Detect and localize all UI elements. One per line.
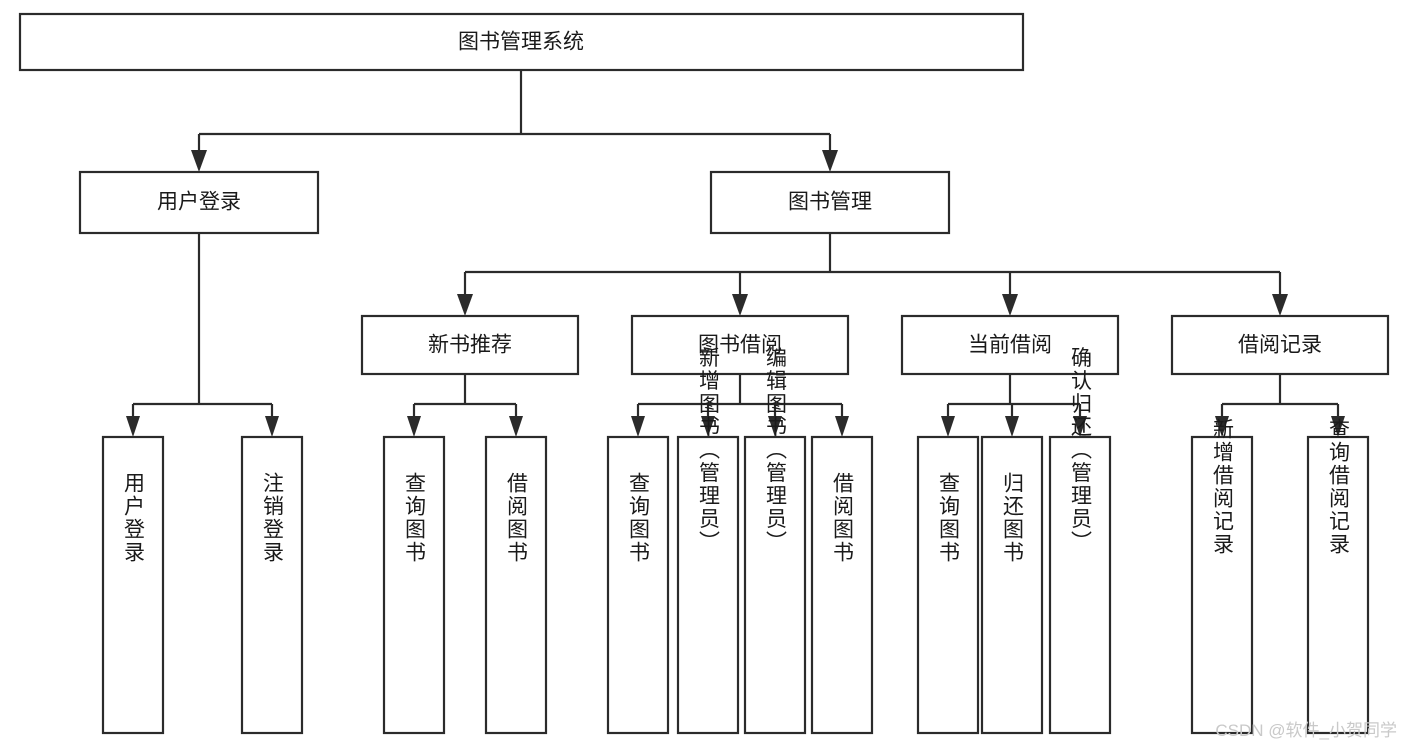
node-current-borrow-label: 当前借阅 <box>968 334 1052 357</box>
node-leaf-add-record-label: 新增借阅记录 <box>1211 418 1235 556</box>
node-new-book-rec-label: 新书推荐 <box>428 334 512 357</box>
node-borrow-record[interactable]: 借阅记录 <box>1170 314 1390 376</box>
arrow-head-book-manage <box>822 150 838 172</box>
node-leaf-query-book-3-label: 查询图书 <box>937 472 961 564</box>
arrow-head-leaf-query-record <box>1331 416 1345 437</box>
node-leaf-query-book-1-box[interactable] <box>382 435 446 735</box>
node-new-book-rec[interactable]: 新书推荐 <box>360 314 580 376</box>
node-leaf-edit-book[interactable]: 编辑图书（管理员） <box>743 347 807 735</box>
connector-group-current-borrow <box>941 374 1087 437</box>
node-leaf-query-book-3-box[interactable] <box>916 435 980 735</box>
node-leaf-query-book-1[interactable]: 查询图书 <box>382 435 446 735</box>
node-book-manage-box[interactable] <box>709 170 951 235</box>
arrow-head-leaf-query-book-2 <box>631 416 645 437</box>
node-leaf-return-book-box[interactable] <box>980 435 1044 735</box>
connector-group-book-manage <box>457 233 1288 316</box>
node-leaf-query-book-3[interactable]: 查询图书 <box>916 435 980 735</box>
arrow-head-leaf-edit-book <box>768 416 782 437</box>
node-root[interactable]: 图书管理系统 <box>18 12 1025 72</box>
node-leaf-logout-label: 注销登录 <box>261 472 285 564</box>
node-leaf-return-book[interactable]: 归还图书 <box>980 435 1044 735</box>
node-leaf-confirm-return-label: 确认归还（管理员） <box>1069 347 1093 554</box>
arrow-head-current-borrow <box>1002 294 1018 316</box>
node-borrow-record-box[interactable] <box>1170 314 1390 376</box>
node-leaf-return-book-label: 归还图书 <box>1001 472 1025 564</box>
arrow-head-leaf-borrow-book-1 <box>509 416 523 437</box>
node-leaf-user-login[interactable]: 用户登录 <box>101 435 165 735</box>
node-leaf-confirm-return[interactable]: 确认归还（管理员） <box>1048 347 1112 735</box>
node-leaf-add-book-box[interactable] <box>676 435 740 735</box>
node-leaf-borrow-book-2-label: 借阅图书 <box>831 472 855 564</box>
node-leaf-query-book-2[interactable]: 查询图书 <box>606 435 670 735</box>
node-leaf-user-login-box[interactable] <box>101 435 165 735</box>
node-leaf-user-login-label: 用户登录 <box>122 472 146 564</box>
node-leaf-add-book[interactable]: 新增图书（管理员） <box>676 347 740 735</box>
node-leaf-borrow-book-1-label: 借阅图书 <box>505 472 529 564</box>
node-current-borrow-box[interactable] <box>900 314 1120 376</box>
node-leaf-add-record-box[interactable] <box>1190 435 1254 735</box>
node-leaf-query-record-box[interactable] <box>1306 435 1370 735</box>
arrow-head-book-borrow <box>732 294 748 316</box>
node-leaf-borrow-book-2[interactable]: 借阅图书 <box>810 435 874 735</box>
arrow-head-leaf-return-book <box>1005 416 1019 437</box>
node-user-login-box[interactable] <box>78 170 320 235</box>
node-leaf-add-record[interactable]: 新增借阅记录 <box>1190 418 1254 735</box>
node-new-book-rec-box[interactable] <box>360 314 580 376</box>
node-leaf-borrow-book-1-box[interactable] <box>484 435 548 735</box>
arrow-head-leaf-confirm-return <box>1073 416 1087 437</box>
arrow-head-leaf-query-book-3 <box>941 416 955 437</box>
connector-group-borrow-record <box>1215 374 1345 437</box>
arrow-head-leaf-user-login <box>126 416 140 437</box>
node-leaf-edit-book-label: 编辑图书（管理员） <box>764 347 788 554</box>
node-leaf-query-book-2-label: 查询图书 <box>627 472 651 564</box>
arrow-head-leaf-query-book-1 <box>407 416 421 437</box>
node-leaf-edit-book-box[interactable] <box>743 435 807 735</box>
node-root-label: 图书管理系统 <box>458 31 584 54</box>
arrow-head-borrow-record <box>1272 294 1288 316</box>
node-leaf-query-book-2-box[interactable] <box>606 435 670 735</box>
arrow-head-leaf-borrow-book-2 <box>835 416 849 437</box>
node-current-borrow[interactable]: 当前借阅 <box>900 314 1120 376</box>
node-user-login[interactable]: 用户登录 <box>78 170 320 235</box>
node-leaf-logout-box[interactable] <box>240 435 304 735</box>
node-book-manage-label: 图书管理 <box>788 191 872 214</box>
connector-group-new-book-rec <box>407 374 523 437</box>
node-leaf-query-record[interactable]: 查询借阅记录 <box>1306 418 1370 735</box>
arrow-head-new-book-rec <box>457 294 473 316</box>
node-leaf-logout[interactable]: 注销登录 <box>240 435 304 735</box>
arrow-head-leaf-add-book <box>701 416 715 437</box>
node-book-manage[interactable]: 图书管理 <box>709 170 951 235</box>
node-book-borrow[interactable]: 图书借阅 <box>630 314 850 376</box>
node-borrow-record-label: 借阅记录 <box>1238 334 1322 357</box>
connector-group-root <box>191 70 838 172</box>
node-leaf-add-book-label: 新增图书（管理员） <box>697 347 721 554</box>
connector-group-book-borrow <box>631 374 849 437</box>
node-leaf-borrow-book-2-box[interactable] <box>810 435 874 735</box>
node-root-box[interactable] <box>18 12 1025 72</box>
node-leaf-query-record-label: 查询借阅记录 <box>1327 418 1351 556</box>
node-book-borrow-label: 图书借阅 <box>698 334 782 357</box>
node-user-login-label: 用户登录 <box>157 191 241 214</box>
arrow-head-user-login <box>191 150 207 172</box>
node-book-borrow-box[interactable] <box>630 314 850 376</box>
node-leaf-borrow-book-1[interactable]: 借阅图书 <box>484 435 548 735</box>
node-leaf-confirm-return-box[interactable] <box>1048 435 1112 735</box>
connector-group-user-login <box>126 233 279 437</box>
arrow-head-leaf-logout <box>265 416 279 437</box>
arrow-head-leaf-add-record <box>1215 416 1229 437</box>
node-leaf-query-book-1-label: 查询图书 <box>403 472 427 564</box>
